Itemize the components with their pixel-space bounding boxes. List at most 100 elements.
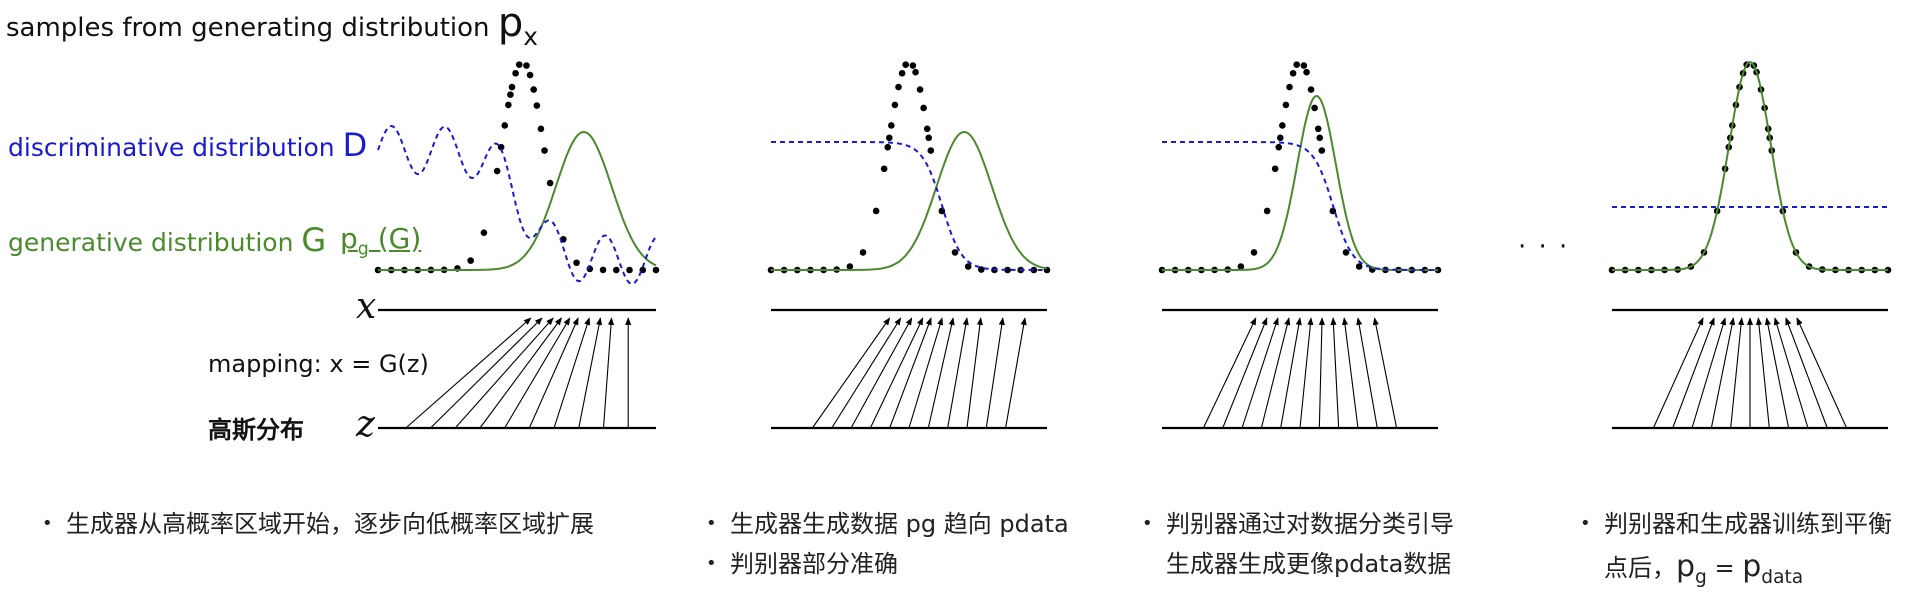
samples-text: samples from generating distribution (6, 13, 498, 43)
caption-stage-4: •判别器和生成器训练到平衡 点后，pg = pdata (1574, 504, 1892, 601)
data-sample-dot (1289, 69, 1297, 77)
data-sample-dot (846, 263, 854, 270)
data-sample-dot (891, 101, 899, 109)
mapping-arrow (850, 317, 913, 429)
data-sample-dot (916, 86, 924, 93)
mapping-arrow (1691, 317, 1727, 429)
data-sample-dot (964, 263, 972, 270)
data-sample-dot (480, 229, 488, 237)
caption-line: •判别器部分准确 (706, 550, 898, 578)
data-sample-dot (902, 61, 909, 68)
generator-curve (771, 130, 1048, 271)
data-sample-dot (512, 69, 519, 77)
mapping-arrow (947, 317, 969, 429)
mapping-arrow (1796, 317, 1848, 429)
data-sample-dot (1329, 207, 1337, 215)
mapping-arrow (1202, 317, 1257, 429)
data-sample-dot (497, 143, 505, 151)
caption-line: •生成器生成数据 pg 趋向 pdata (706, 510, 1069, 538)
data-sample-dot (523, 62, 530, 69)
caption-line: •判别器通过对数据分类引导 (1142, 510, 1454, 538)
data-sample-dot (1355, 263, 1363, 270)
caption-line: 生成器生成更像pdata数据 (1166, 550, 1452, 578)
data-sample-dot (1318, 147, 1326, 154)
equilibrium-formula: pg = pdata (1676, 549, 1804, 588)
data-sample-dot (1311, 104, 1318, 112)
generator-curve (1612, 60, 1888, 271)
mapping-arrow (1730, 317, 1745, 429)
data-sample-dot (920, 104, 927, 112)
mapping-arrow (1710, 317, 1736, 429)
data-sample-dot (872, 207, 880, 215)
data-sample-dot (493, 167, 501, 175)
data-sample-dot (526, 71, 534, 79)
mapping-arrow (811, 317, 891, 429)
data-sample-dot (541, 147, 548, 154)
x-axis-label: x (356, 286, 377, 327)
data-sample-dot (507, 91, 514, 98)
discriminator-curve (377, 125, 657, 285)
mapping-arrow (889, 317, 932, 429)
data-sample-dot (884, 143, 892, 151)
data-sample-dot (951, 249, 959, 256)
mapping-arrow (454, 317, 554, 429)
data-sample-dot (925, 134, 933, 142)
data-sample-dot (880, 165, 888, 173)
mapping-arrow (1280, 317, 1302, 429)
data-sample-dot (898, 69, 906, 77)
mapping-arrow (1356, 317, 1378, 429)
discriminator-label: discriminative distribution D (8, 126, 368, 164)
mapping-arrow (1299, 317, 1314, 429)
mapping-arrow (985, 317, 1005, 429)
data-sample-dot (1276, 134, 1284, 142)
data-sample-dot (467, 257, 474, 264)
mapping-arrow (1241, 317, 1279, 429)
mapping-label: mapping: x = G(z) (208, 350, 429, 378)
generator-curve (378, 130, 657, 271)
generator-curve (1162, 94, 1438, 271)
mapping-arrow (528, 317, 579, 429)
data-sample-dot (573, 259, 580, 267)
data-sample-dot (1342, 249, 1350, 256)
data-sample-dot (938, 207, 946, 215)
caption-stage-2: •生成器生成数据 pg 趋向 pdata •判别器部分准确 (700, 504, 1069, 584)
mapping-arrow (1755, 317, 1770, 429)
discriminator-curve (771, 141, 1047, 271)
data-sample-dot (1271, 165, 1279, 173)
data-sample-dot (912, 68, 919, 76)
caption-stage-3: •判别器通过对数据分类引导 生成器生成更像pdata数据 (1136, 504, 1454, 584)
data-sample-dot (1004, 266, 1011, 274)
generator-label: generative distribution G (8, 221, 327, 259)
mapping-arrow (1260, 317, 1291, 429)
data-sample-dot (537, 125, 545, 133)
samples-label: samples from generating distribution px (6, 0, 538, 51)
mapping-arrow (602, 317, 615, 429)
mapping-arrow (966, 317, 983, 429)
mapping-arrow (1330, 317, 1340, 429)
mapping-arrow (1773, 317, 1809, 429)
g-symbol: G (301, 221, 327, 259)
data-sample-dot (885, 134, 893, 142)
data-sample-dot (1275, 143, 1283, 151)
ellipsis: · · · (1518, 232, 1570, 262)
mapping-arrow (1341, 317, 1359, 429)
pg-label: pg (G) (340, 222, 422, 260)
z-axis-label: z (356, 404, 375, 445)
data-sample-dot (612, 266, 620, 274)
data-sample-dot (505, 101, 512, 109)
data-sample-dot (909, 62, 917, 69)
caption-stage-1: •生成器从高概率区域开始，逐步向低概率区域扩展 (36, 504, 594, 544)
data-sample-dot (530, 86, 537, 93)
data-sample-dot (1286, 83, 1293, 91)
data-sample-dot (1314, 125, 1322, 133)
caption-line: •生成器从高概率区域开始，逐步向低概率区域扩展 (42, 510, 594, 538)
data-sample-dot (1293, 61, 1300, 68)
mapping-arrow (504, 317, 571, 429)
mapping-arrow (1222, 317, 1268, 429)
caption-line: •判别器和生成器训练到平衡 (1580, 510, 1892, 538)
data-sample-dot (546, 179, 554, 187)
d-symbol: D (342, 126, 368, 164)
data-sample-dot (1030, 266, 1038, 274)
mapping-arrow (405, 317, 532, 429)
mapping-arrow (831, 317, 902, 429)
